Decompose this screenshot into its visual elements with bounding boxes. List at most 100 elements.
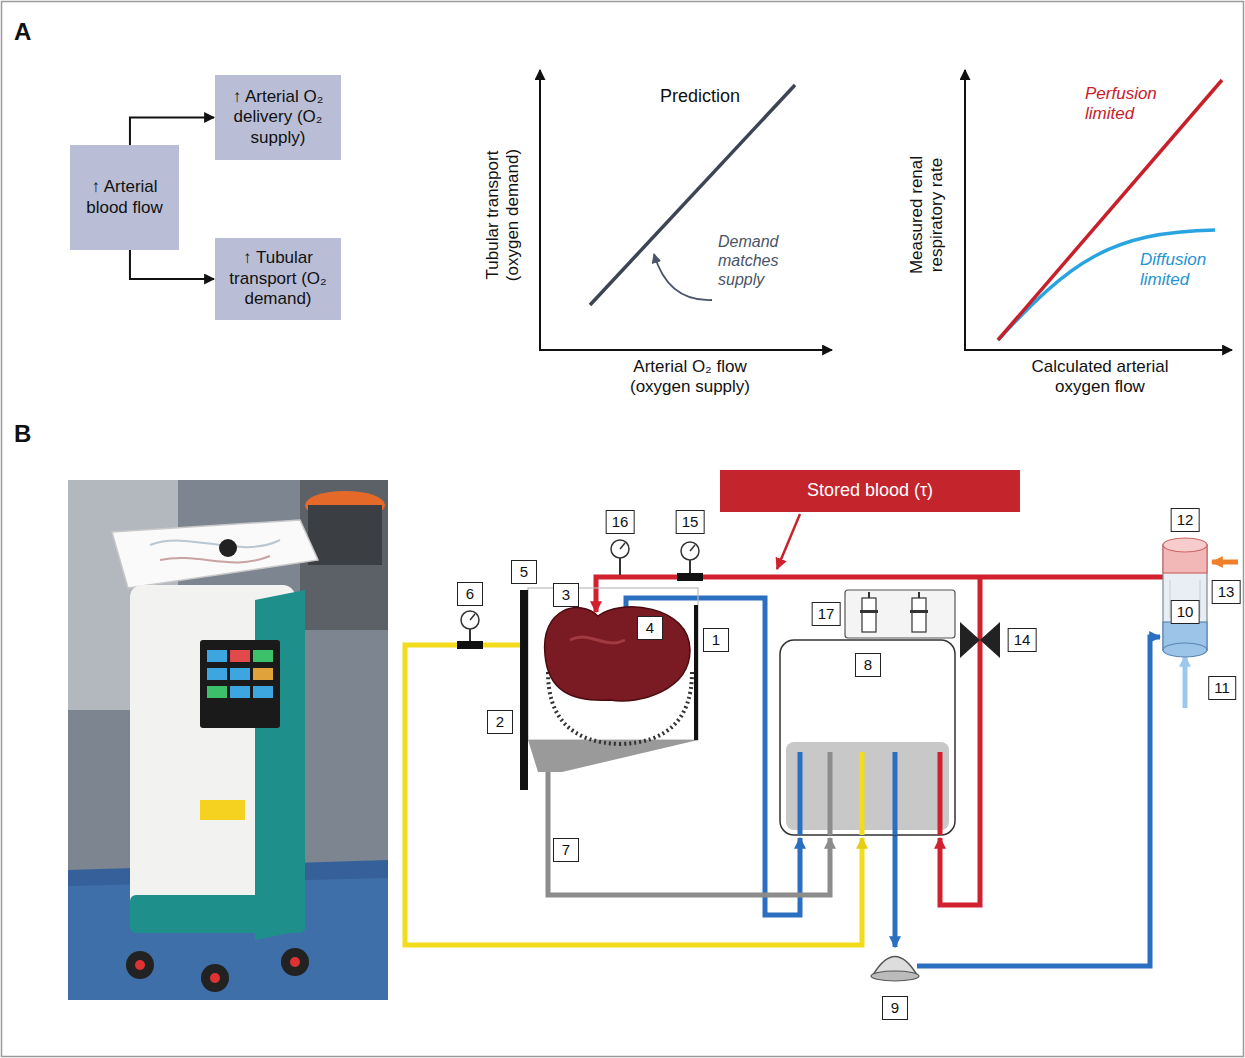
panel-letter: B: [14, 420, 31, 449]
reservoir-unit-part: [938, 752, 943, 835]
respiration-graph-part: [964, 70, 966, 350]
machine-photo-part: [253, 650, 273, 662]
perfusion-tubing-part: [893, 835, 898, 947]
machine-photo-part: [253, 668, 273, 680]
syringe-pumps-part: [862, 598, 876, 632]
machine-photo-part: [126, 951, 154, 979]
callout-number: 3: [553, 583, 579, 607]
machine-photo-part: [130, 895, 305, 933]
axis-title: Arterial O₂ flow (oxygen supply): [610, 357, 770, 398]
pressure-gauges-part: [689, 560, 691, 573]
curve-label: Diffusion limited: [1140, 250, 1230, 291]
organ-chamber: [520, 588, 698, 790]
machine-photo-part: [207, 686, 227, 698]
respiration-graph-part: [964, 349, 1232, 351]
callout-number: 10: [1171, 600, 1200, 624]
process-box: ↑ Tubular transport (O₂ demand): [215, 238, 341, 320]
axis-title: Measured renal respiratory rate: [907, 140, 948, 290]
machine-photo-part: [68, 480, 388, 1000]
pressure-gauges-part: [469, 629, 471, 641]
panel-letter: A: [14, 18, 31, 47]
callout-number: 12: [1171, 508, 1200, 532]
organ-chamber-part: [528, 740, 698, 772]
pressure-gauges-part: [619, 558, 621, 575]
machine-photo-part: [219, 539, 237, 557]
machine-photo-part: [200, 640, 280, 728]
pressure-gauges-part: [677, 573, 703, 581]
syringe-pumps-part: [918, 592, 920, 598]
reservoir-unit-part: [786, 742, 949, 830]
pressure-gauges: [457, 540, 703, 649]
machine-photo-part: [253, 686, 273, 698]
callout-number: 4: [637, 616, 663, 640]
pressure-gauges-part: [620, 543, 625, 549]
box-text: ↑ Arterial blood flow: [76, 177, 173, 218]
centrifugal-pump-part: [871, 971, 919, 981]
oxygenator-part: [1163, 545, 1207, 650]
prediction-graph-part: [539, 349, 832, 351]
process-box: ↑ Arterial O₂ delivery (O₂ supply): [215, 75, 341, 160]
machine-photo-part: [210, 973, 220, 983]
flow-arrow: [130, 118, 214, 146]
machine-photo-part: [230, 650, 250, 662]
callout-number: 15: [676, 510, 705, 534]
callout-number: 13: [1212, 580, 1241, 604]
flow-sensor-part: [960, 622, 980, 658]
curve-label: Perfusion limited: [1085, 84, 1175, 125]
pressure-gauges-part: [681, 542, 699, 560]
oxygenator-part: [1163, 538, 1207, 552]
box-text: ↑ Arterial O₂ delivery (O₂ supply): [221, 87, 335, 148]
perfusion-tubing-part: [1212, 560, 1238, 565]
box-text: ↑ Tubular transport (O₂ demand): [221, 248, 335, 309]
oxygenator: [1163, 538, 1207, 657]
perfusion-tubing: [405, 514, 1238, 966]
callout-number: 16: [606, 510, 635, 534]
machine-photo-part: [281, 948, 309, 976]
prediction-graph-part: [539, 70, 541, 350]
callout-number: 14: [1008, 628, 1037, 652]
respiration-graph: [964, 70, 1232, 350]
box-text: Stored blood (τ): [807, 480, 933, 502]
reservoir-unit-part: [828, 752, 833, 835]
annotation: Demand matches supply: [718, 232, 813, 290]
prediction-graph: [539, 70, 832, 350]
machine-photo-part: [135, 960, 145, 970]
machine-photo-part: [308, 505, 382, 565]
syringe-pumps-part: [860, 610, 878, 613]
callout-number: 17: [812, 602, 841, 626]
organ-chamber-part: [545, 607, 690, 701]
reservoir-unit-part: [893, 752, 898, 835]
pressure-gauges-part: [470, 614, 475, 620]
flow-arrow: [130, 250, 214, 279]
centrifugal-pump: [871, 957, 919, 982]
prediction-graph-part: [654, 254, 712, 300]
syringe-pumps-part: [845, 590, 955, 638]
machine-photo-part: [200, 800, 245, 820]
callout-number: 5: [511, 560, 537, 584]
pressure-gauges-part: [457, 641, 483, 649]
pressure-gauges-part: [690, 545, 695, 551]
oxygenator-part: [1200, 580, 1201, 618]
pressure-gauges-part: [461, 611, 479, 629]
pressure-gauges-part: [611, 540, 629, 558]
perfusion-tubing-part: [1183, 656, 1188, 708]
oxygenator-part: [1163, 643, 1207, 657]
axis-title: Calculated arterial oxygen flow: [1010, 357, 1190, 398]
machine-photo-part: [160, 556, 270, 562]
machine-photo-part: [230, 686, 250, 698]
axis-title: Tubular transport (oxygen demand): [483, 133, 524, 298]
respiration-graph-part: [998, 80, 1222, 340]
perfusion-tubing-part: [777, 514, 800, 569]
machine-photo-part: [290, 957, 300, 967]
reservoir-unit: [780, 640, 955, 835]
syringe-pumps-part: [912, 598, 926, 632]
syringe-pumps: [845, 590, 955, 638]
reservoir-unit-part: [780, 640, 955, 835]
reservoir-unit-part: [860, 752, 865, 835]
flow-sensor: [960, 622, 1000, 658]
process-box: ↑ Arterial blood flow: [70, 145, 179, 250]
callout-number: 8: [855, 653, 881, 677]
callout-number: 2: [487, 710, 513, 734]
